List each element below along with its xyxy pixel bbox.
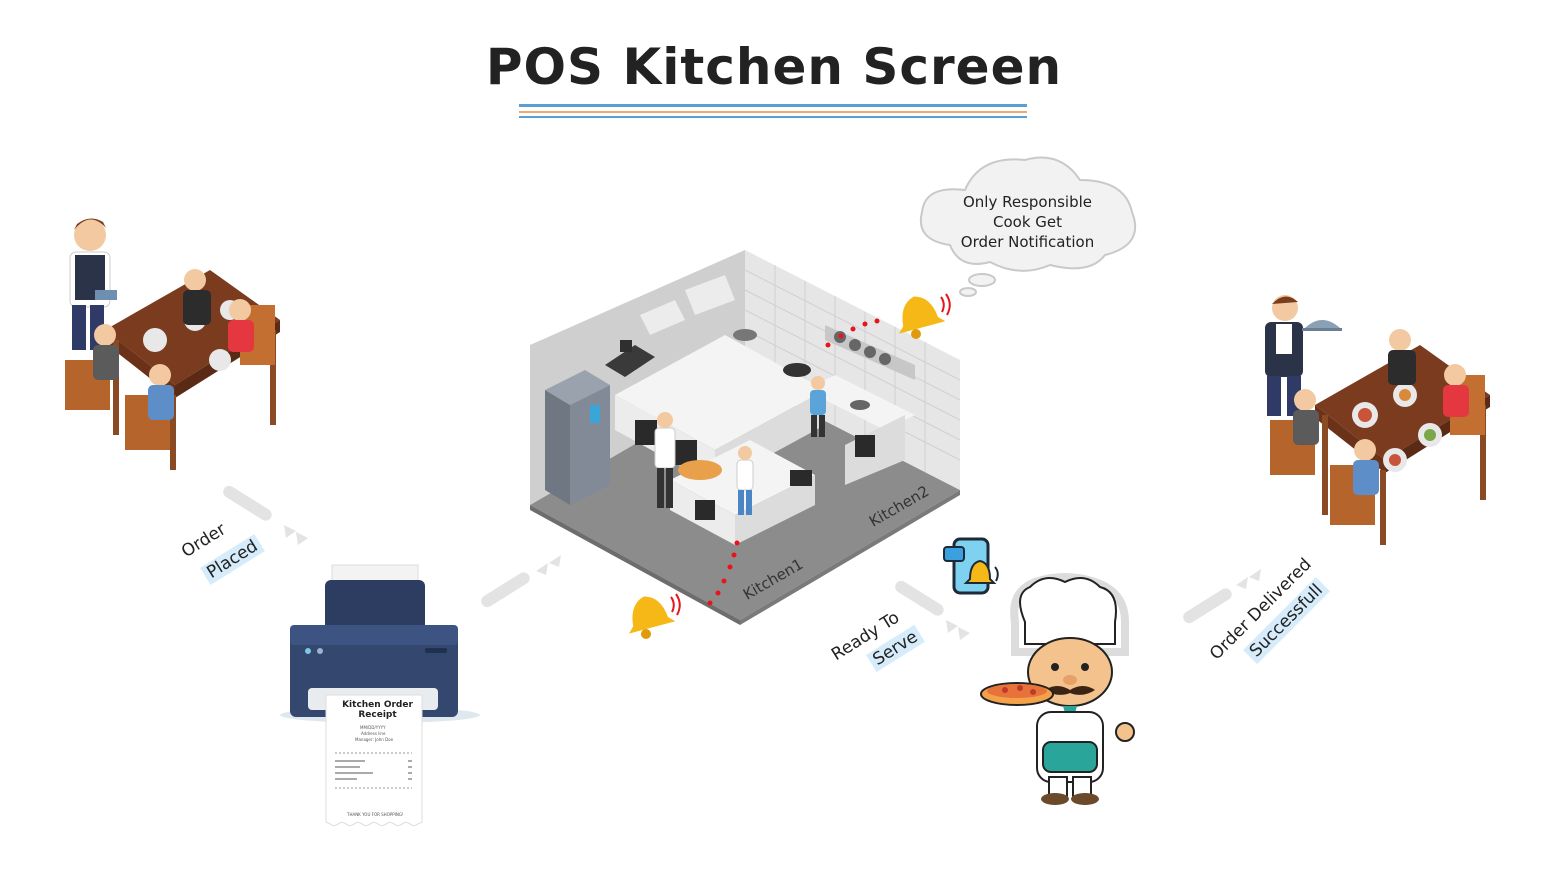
receipt-address: Address line <box>361 731 386 736</box>
title-underline-blue <box>519 104 1027 107</box>
notification-text: Only Responsible Cook Get Order Notifica… <box>935 192 1120 252</box>
kitchen-illustration <box>530 250 961 625</box>
notification-line1: Only Responsible <box>962 193 1093 211</box>
bell-icon <box>628 593 681 639</box>
dining-table-illustration-left <box>65 218 280 470</box>
printer-illustration <box>280 564 480 827</box>
thought-cloud <box>919 156 1137 297</box>
phone-notification-icon <box>943 537 999 595</box>
notification-line2: Cook Get <box>992 213 1063 231</box>
receipt-title: Kitchen Order Receipt <box>342 700 413 720</box>
receipt-footer: THANK YOU FOR SHOPPING! <box>347 812 404 817</box>
title-underline-blue-2 <box>519 116 1027 118</box>
bell-icon-top <box>898 293 951 339</box>
chef-illustration <box>980 573 1135 805</box>
notification-line3: Order Notification <box>960 233 1095 251</box>
receipt-date: MM/DD/YYYY <box>360 725 386 730</box>
page-title: POS Kitchen Screen <box>485 38 1063 96</box>
receipt-manager: Manager: John Doe <box>355 737 394 742</box>
title-underline-orange <box>519 111 1027 113</box>
dining-table-illustration-right <box>1265 295 1490 545</box>
